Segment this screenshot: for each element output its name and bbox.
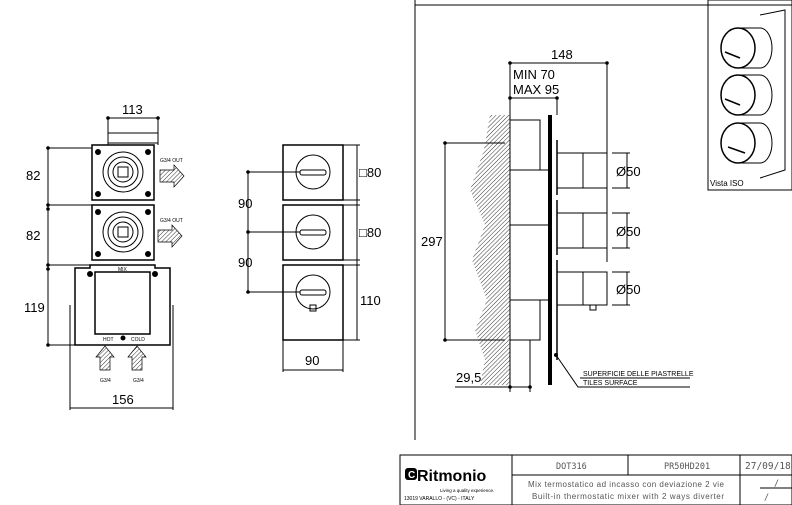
dim-spacing-2: 90: [238, 255, 252, 270]
description-en: Built-in thermostatic mixer with 2 ways …: [532, 492, 724, 501]
article-code: PR50HD201: [664, 462, 710, 472]
dim-min-depth: MIN 70: [513, 67, 555, 82]
iso-view: Vista ISO: [707, 0, 792, 191]
inlet-arrow-icon: [127, 345, 147, 371]
brand-address: 13019 VARALLO - (VC) - ITALY: [404, 496, 475, 502]
cold-label: COLD: [131, 337, 145, 343]
outlet-1-label: G3/4 OUT: [160, 158, 183, 164]
brand-tagline: Living a quality experience.: [440, 488, 494, 493]
dim-spacing-1: 90: [238, 196, 252, 211]
drawing-date: 27/09/18: [745, 461, 791, 472]
inlet-arrow-icon: [95, 345, 115, 371]
dim-height-2: 82: [26, 228, 40, 243]
title-block: C Ritmonio Living a quality experience. …: [399, 454, 792, 505]
dim-width-bottom: 156: [112, 392, 134, 407]
brand-name: Ritmonio: [417, 468, 487, 485]
hot-label: HOT: [103, 337, 114, 343]
wall-section: [470, 115, 510, 385]
side-view: 148 MIN 70 MAX 95 297 Ø50 Ø50 Ø50 29,5 S…: [421, 47, 694, 392]
mix-label: MIX: [118, 267, 128, 273]
dim-offset: 29,5: [456, 370, 481, 385]
plate-view: 90 90 □80 □80 110 90: [238, 144, 381, 372]
dim-knob-1: Ø50: [616, 164, 641, 179]
outlet-arrow-icon: [157, 224, 183, 248]
dim-height: 297: [421, 234, 443, 249]
revision-2: /: [764, 493, 769, 503]
tiles-surface-en: TILES SURFACE: [583, 380, 638, 387]
outlet-arrow-icon: [159, 164, 185, 188]
dim-plate-1: □80: [359, 165, 381, 180]
front-view: 113 G3/4 OUT G3/4 OUT MIX HOT COLD G3/4 …: [24, 102, 185, 410]
iso-view-label: Vista ISO: [710, 179, 744, 188]
dim-knob-3: Ø50: [616, 282, 641, 297]
brand-logo: C Ritmonio Living a quality experience. …: [404, 468, 494, 502]
dim-plate-width: 90: [305, 353, 319, 368]
description-it: Mix termostatico ad incasso con deviazio…: [528, 480, 725, 489]
inlet-cold-label: G3/4: [133, 378, 144, 384]
inlet-hot-label: G3/4: [100, 378, 111, 384]
dim-knob-2: Ø50: [616, 224, 641, 239]
outlet-2-label: G3/4 OUT: [160, 218, 183, 224]
dim-height-1: 82: [26, 168, 40, 183]
drawing-frame: [414, 0, 792, 440]
svg-text:C: C: [408, 470, 415, 481]
revision-1: /: [774, 479, 779, 489]
drawing-code: DOT316: [556, 462, 587, 472]
dim-height-3: 119: [24, 300, 45, 315]
dim-width-top: 113: [122, 102, 143, 117]
dim-plate-3-height: 110: [360, 293, 381, 308]
dim-max-depth: MAX 95: [513, 82, 559, 97]
dim-depth-total: 148: [551, 47, 573, 62]
tiles-surface-it: SUPERFICIE DELLE PIASTRELLE: [583, 371, 694, 378]
dim-plate-2: □80: [359, 225, 381, 240]
